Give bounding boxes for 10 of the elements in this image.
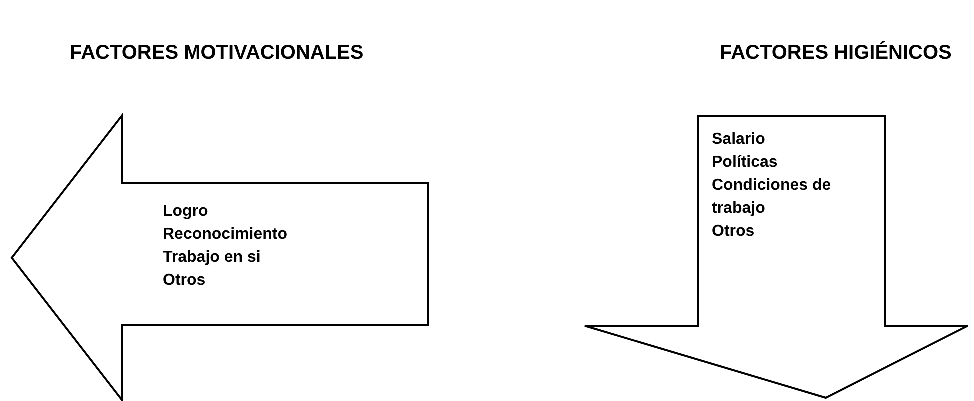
list-item: Políticas bbox=[712, 153, 779, 173]
heading: FACTORES MOTIVACIONALES bbox=[70, 42, 364, 65]
list-item: Otros bbox=[712, 222, 756, 242]
list-item: Logro bbox=[163, 202, 210, 222]
list-item: Reconocimiento bbox=[163, 225, 288, 245]
list-item: Condiciones de trabajo bbox=[712, 176, 832, 219]
list-item: Otros bbox=[163, 271, 207, 291]
list-item: Trabajo en si bbox=[163, 248, 262, 268]
list-item: Salario bbox=[712, 130, 766, 150]
heading: FACTORES HIGIÉNICOS bbox=[720, 42, 952, 65]
